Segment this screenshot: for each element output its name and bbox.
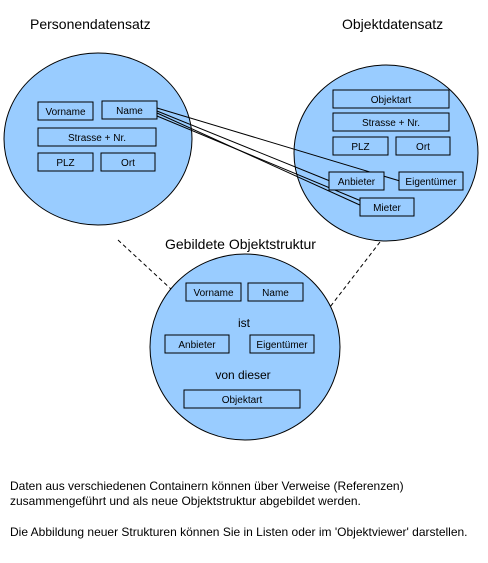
- person-name-box[interactable]: [101, 100, 158, 120]
- object-plz-box[interactable]: [332, 136, 389, 156]
- structure-von-dieser-text: von dieser: [215, 368, 270, 382]
- object-objektart-label: Objektart: [371, 95, 412, 106]
- structure-boxes: [164, 282, 315, 409]
- ref-line-eigentuemer: [156, 107, 401, 182]
- structure-anbieter-label: Anbieter: [178, 340, 216, 351]
- ref-line-anbieter: [156, 110, 331, 182]
- object-plz-label: PLZ: [351, 142, 369, 153]
- dashed-connector-left: [117, 239, 173, 291]
- object-mieter-label: Mieter: [373, 203, 401, 214]
- person-vorname-box[interactable]: [37, 101, 94, 121]
- object-anbieter-label: Anbieter: [338, 177, 376, 188]
- structure-vorname-box[interactable]: [185, 282, 242, 302]
- person-strasse-label: Strasse + Nr.: [68, 133, 126, 144]
- structure-objektart-box[interactable]: [183, 389, 301, 409]
- object-eigentuemer-box[interactable]: [398, 171, 464, 191]
- object-title: Objektdatensatz: [342, 16, 443, 32]
- structure-eigentuemer-label: Eigentümer: [256, 340, 308, 351]
- object-boxes: [328, 89, 464, 217]
- person-ort-label: Ort: [121, 158, 135, 169]
- structure-ist-text: ist: [238, 316, 251, 330]
- person-plz-label: PLZ: [56, 158, 74, 169]
- caption-second: Die Abbildung neuer Strukturen können Si…: [10, 525, 468, 539]
- person-plz-box[interactable]: [37, 152, 94, 172]
- object-anbieter-box[interactable]: [328, 171, 385, 191]
- person-ort-box[interactable]: [100, 152, 156, 172]
- structure-title: Gebildete Objektstruktur: [165, 236, 316, 252]
- caption-first: Daten aus verschiedenen Containern könne…: [10, 479, 404, 508]
- structure-name-label: Name: [262, 288, 289, 299]
- person-boxes: [37, 100, 158, 172]
- person-strasse-box[interactable]: [37, 127, 157, 147]
- ref-line-mieter: [156, 112, 363, 207]
- structure-anbieter-box[interactable]: [164, 334, 230, 354]
- structure-objektart-label: Objektart: [222, 395, 263, 406]
- structure-vorname-label: Vorname: [193, 288, 233, 299]
- object-mieter-box[interactable]: [359, 197, 415, 217]
- object-ort-label: Ort: [416, 142, 430, 153]
- dashed-connector-right: [329, 241, 381, 308]
- person-title: Personendatensatz: [30, 16, 151, 32]
- object-strasse-box[interactable]: [332, 112, 450, 132]
- structure-name-box[interactable]: [247, 282, 304, 302]
- person-name-label: Name: [116, 106, 143, 117]
- object-strasse-label: Strasse + Nr.: [362, 118, 420, 129]
- object-ort-box[interactable]: [395, 136, 451, 156]
- structure-eigentuemer-box[interactable]: [249, 334, 315, 354]
- object-objektart-box[interactable]: [332, 89, 450, 109]
- person-vorname-label: Vorname: [45, 107, 85, 118]
- object-eigentuemer-label: Eigentümer: [405, 177, 457, 188]
